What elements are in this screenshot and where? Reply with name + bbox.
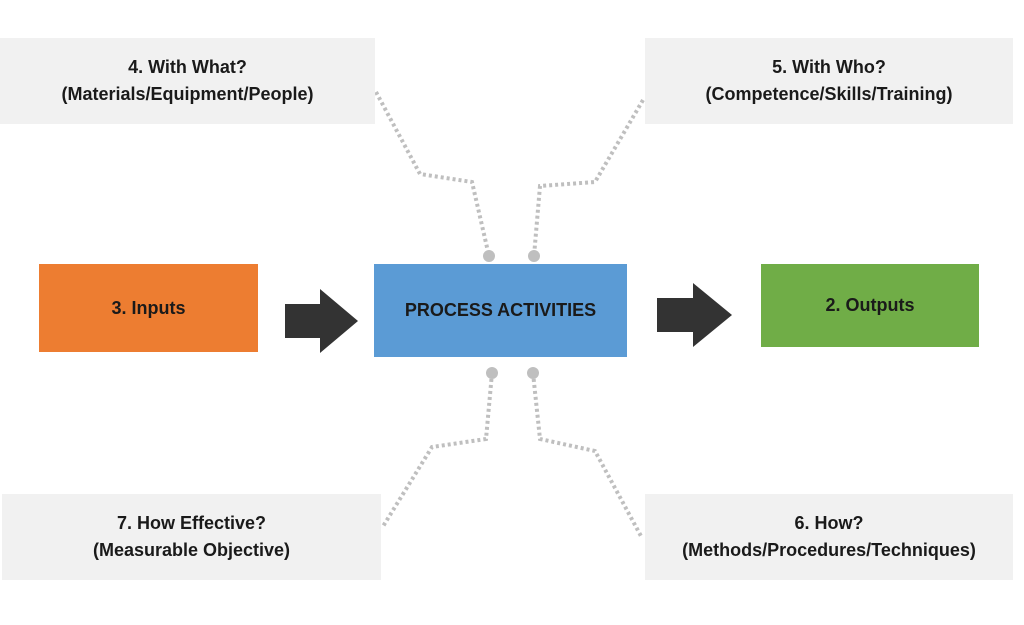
callout-with-what: 4. With What? (Materials/Equipment/Peopl… xyxy=(0,38,375,124)
inputs-box: 3. Inputs xyxy=(39,264,258,352)
process-activities-label: PROCESS ACTIVITIES xyxy=(404,300,597,320)
outputs-label: 2. Outputs xyxy=(825,295,915,315)
callout-how-effective: 7. How Effective? (Measurable Objective) xyxy=(2,494,381,580)
connector-dot xyxy=(483,250,495,262)
arrow-process-to-outputs xyxy=(657,283,732,347)
callout-how-detail: (Methods/Procedures/Techniques) xyxy=(682,540,976,560)
callout-with-what-detail: (Materials/Equipment/People) xyxy=(61,84,314,104)
callout-how: 6. How? (Methods/Procedures/Techniques) xyxy=(645,494,1013,580)
callout-with-who: 5. With Who? (Competence/Skills/Training… xyxy=(645,38,1013,124)
connector-with-what xyxy=(374,91,491,257)
arrow-inputs-to-process xyxy=(285,289,358,353)
connector-dot xyxy=(528,250,540,262)
callout-how-effective-detail: (Measurable Objective) xyxy=(92,540,291,560)
callout-how-title: 6. How? xyxy=(794,513,864,533)
connector-with-who xyxy=(532,98,645,257)
callout-how-effective-title: 7. How Effective? xyxy=(116,513,267,533)
callout-with-who-title: 5. With Who? xyxy=(772,57,886,77)
inputs-label: 3. Inputs xyxy=(111,297,186,318)
connector-dot xyxy=(486,367,498,379)
outputs-box: 2. Outputs xyxy=(761,264,979,347)
process-activities-box: PROCESS ACTIVITIES xyxy=(374,264,627,357)
connector-how-effective xyxy=(380,372,494,530)
connector-dot xyxy=(527,367,539,379)
callout-with-who-detail: (Competence/Skills/Training) xyxy=(705,84,953,104)
connector-how xyxy=(531,372,644,539)
callout-with-what-title: 4. With What? xyxy=(128,57,247,77)
